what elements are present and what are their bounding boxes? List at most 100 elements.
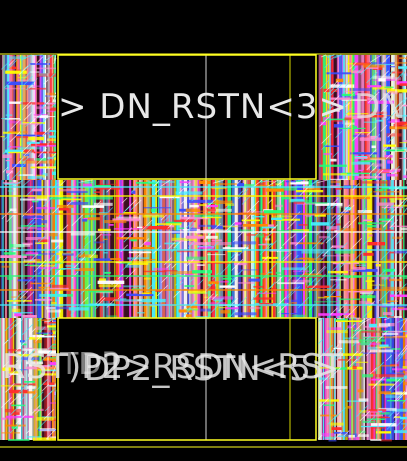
- hatch-line: [367, 415, 376, 424]
- cell-middle-band: [0, 179, 407, 319]
- metal-segment: [39, 428, 55, 432]
- metal-segment: [308, 258, 314, 262]
- hatch-line: [361, 317, 368, 322]
- metal-segment: [174, 240, 185, 242]
- hatch-line: [39, 118, 48, 126]
- hatch-line: [143, 222, 153, 232]
- metal-segment: [266, 188, 284, 192]
- metal-strip: [218, 180, 220, 318]
- metal-strip: [22, 318, 24, 440]
- label-top-overlap: DN: [354, 87, 406, 127]
- metal-segment: [189, 227, 197, 231]
- metal-segment: [205, 208, 216, 212]
- metal-segment: [378, 323, 391, 327]
- metal-segment: [7, 349, 23, 352]
- metal-segment: [36, 67, 56, 70]
- hatch-line: [134, 251, 143, 261]
- hatch-line: [210, 241, 219, 250]
- metal-segment: [198, 224, 217, 227]
- hatch-line: [173, 240, 181, 249]
- hatch-line: [103, 207, 114, 218]
- hatch-line: [356, 404, 369, 417]
- hatch-line: [369, 149, 377, 157]
- metal-strip: [405, 318, 407, 440]
- metal-segment: [58, 189, 87, 192]
- metal-segment: [314, 301, 339, 303]
- metal-segment: [341, 99, 367, 101]
- metal-segment: [50, 346, 56, 349]
- metal-segment: [118, 298, 127, 300]
- metal-segment: [379, 196, 404, 199]
- metal-segment: [404, 392, 407, 395]
- metal-segment: [159, 223, 164, 227]
- routing-wires: [0, 55, 407, 440]
- metal-segment: [366, 418, 386, 420]
- metal-segment: [31, 188, 43, 192]
- metal-segment: [9, 389, 28, 394]
- metal-segment: [51, 171, 56, 175]
- metal-segment: [338, 298, 361, 301]
- metal-segment: [285, 180, 296, 183]
- hatch-line: [230, 251, 238, 259]
- metal-segment: [219, 306, 229, 309]
- metal-segment: [187, 290, 206, 294]
- label-bottom-a: RST)P2>RSDN<RST: [2, 347, 343, 387]
- hatch-line: [94, 245, 102, 253]
- metal-segment: [376, 202, 394, 206]
- hatch-line: [321, 142, 329, 150]
- metal-segment: [5, 70, 27, 74]
- metal-strip: [89, 180, 92, 318]
- metal-strip: [293, 180, 298, 318]
- hatch-line: [43, 409, 54, 420]
- metal-segment: [47, 138, 56, 141]
- metal-segment: [322, 433, 336, 437]
- metal-strip: [168, 180, 173, 318]
- metal-segment: [52, 99, 56, 103]
- metal-segment: [26, 361, 44, 365]
- metal-segment: [6, 415, 34, 418]
- metal-segment: [47, 306, 70, 310]
- metal-strip: [381, 55, 384, 180]
- hatch-line: [37, 112, 43, 119]
- hatch-line: [366, 162, 374, 171]
- metal-segment: [165, 221, 182, 224]
- hatch-line: [37, 317, 44, 322]
- hatch-line: [250, 291, 261, 302]
- metal-strip: [70, 180, 73, 318]
- metal-segment: [20, 198, 47, 201]
- hatch-line: [25, 150, 33, 158]
- metal-strip: [275, 180, 277, 318]
- metal-segment: [347, 405, 352, 409]
- metal-segment: [394, 296, 400, 300]
- metal-segment: [116, 237, 144, 240]
- metal-strip: [318, 55, 322, 180]
- metal-strip: [179, 180, 183, 318]
- metal-segment: [210, 208, 232, 212]
- hatch-line: [35, 391, 44, 400]
- metal-strip: [366, 55, 371, 180]
- metal-segment: [0, 136, 5, 138]
- metal-segment: [379, 412, 390, 415]
- metal-segment: [332, 119, 343, 122]
- hatch-line: [3, 133, 11, 141]
- metal-strip: [161, 180, 166, 318]
- metal-segment: [199, 246, 215, 249]
- metal-segment: [402, 366, 407, 369]
- metal-segment: [383, 336, 407, 339]
- metal-strip: [8, 180, 10, 318]
- metal-strip: [286, 180, 289, 318]
- metal-strip: [202, 180, 207, 318]
- metal-segment: [55, 92, 56, 95]
- hatch-line: [38, 264, 49, 275]
- hatch-line: [317, 179, 328, 184]
- metal-segment: [338, 359, 357, 361]
- hatch-line: [66, 201, 72, 207]
- metal-segment: [37, 239, 49, 242]
- metal-strip: [259, 180, 261, 318]
- metal-segment: [390, 294, 407, 297]
- hatch-line: [59, 256, 68, 265]
- metal-strip: [44, 318, 47, 440]
- metal-segment: [265, 238, 271, 241]
- metal-segment: [2, 367, 12, 371]
